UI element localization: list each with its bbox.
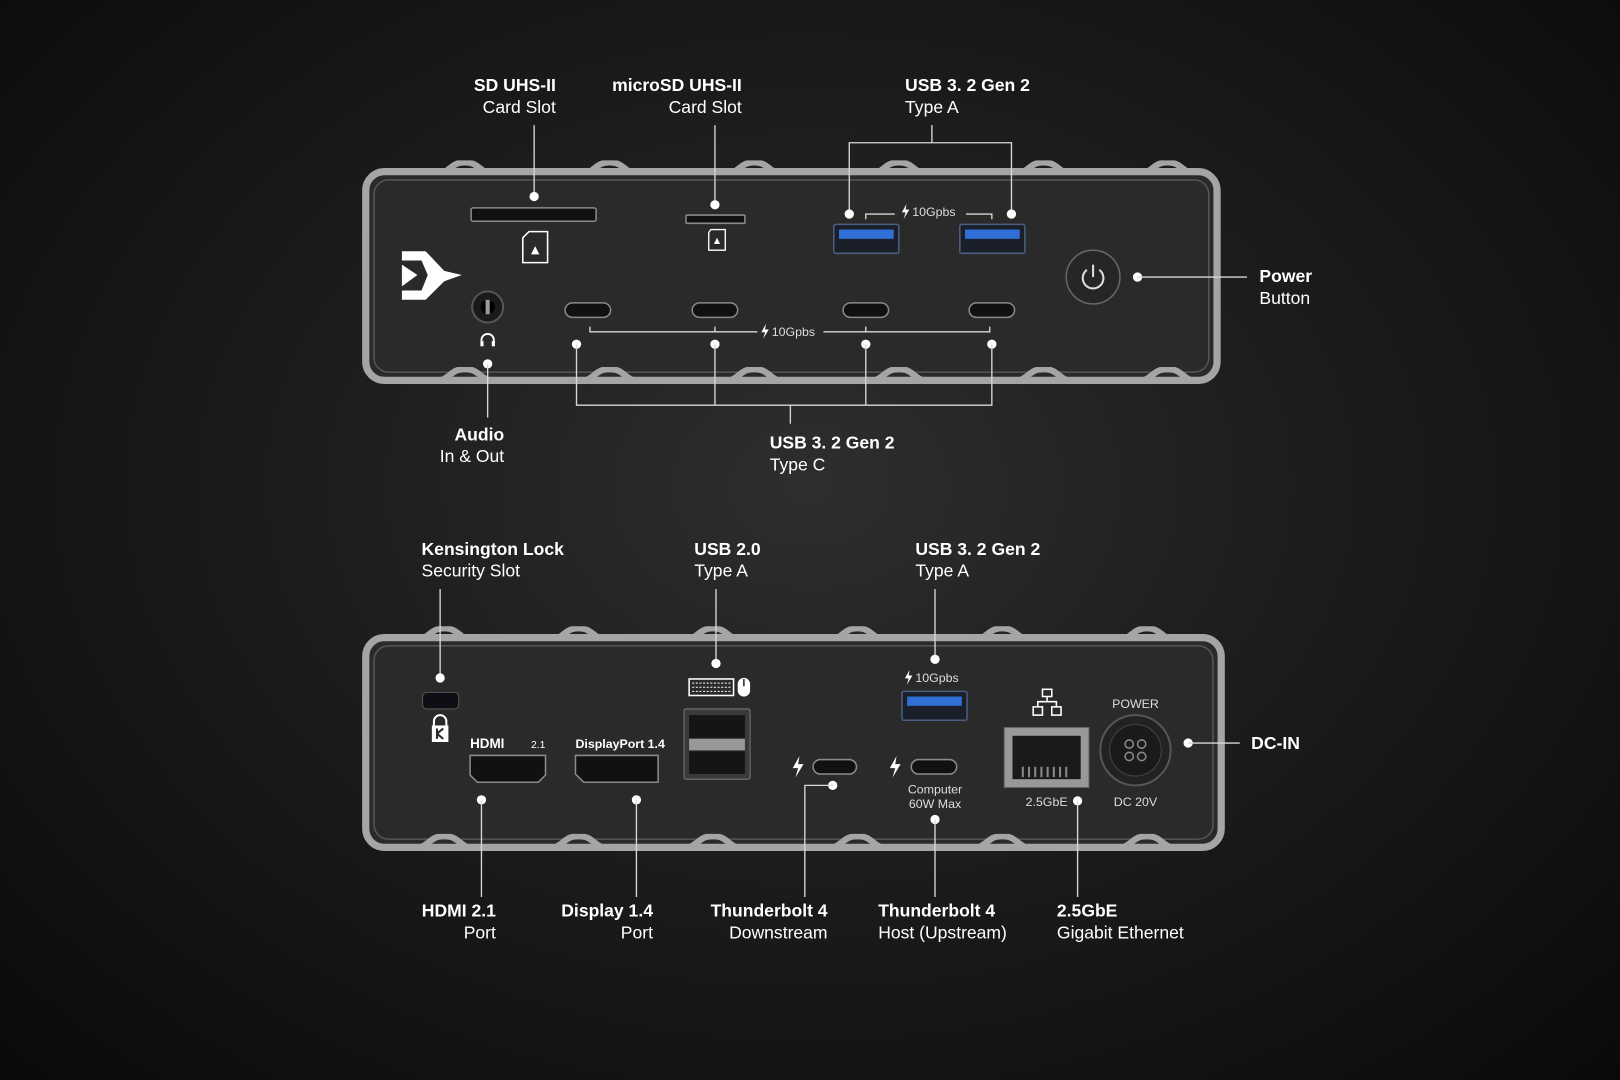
tb4-host-title: Thunderbolt 4 (878, 901, 995, 921)
usb-a-front-title: USB 3. 2 Gen 2 (905, 75, 1030, 95)
usb-a-front-subtitle: Type A (905, 97, 959, 117)
kensington-lock-slot[interactable] (422, 691, 460, 710)
thunderbolt-4-downstream-port[interactable] (812, 758, 858, 775)
hdmi-logo-text: HDMI (470, 736, 504, 751)
usb-c-port-2[interactable] (691, 302, 739, 319)
kensington-lock-icon (431, 714, 449, 742)
hdmi-version-text: 2.1 (531, 740, 546, 751)
usb-a-rear-subtitle: Type A (915, 561, 969, 581)
power-button-subtitle: Button (1259, 288, 1310, 308)
dc-in-port[interactable] (1099, 714, 1172, 787)
usb-a-front-speed: 10Gpbs (912, 205, 955, 219)
usb-c-subtitle: Type C (770, 454, 826, 474)
usb2-subtitle: Type A (694, 561, 748, 581)
displayport-port[interactable] (574, 754, 659, 784)
sd-slot-subtitle: Card Slot (483, 97, 556, 117)
ethernet-port[interactable] (1003, 727, 1090, 788)
ethernet-subtitle: Gigabit Ethernet (1057, 922, 1184, 942)
power-button-title: Power (1259, 266, 1312, 286)
usb-2-0-ports[interactable] (683, 708, 751, 780)
usb-c-port-1[interactable] (564, 302, 612, 319)
usb-a-port-front-2[interactable] (959, 223, 1026, 255)
usb-c-port-4[interactable] (968, 302, 1016, 319)
tb4-host-note-power: 60W Max (909, 797, 962, 811)
front-panel: SD UHS-II Card Slot microSD UHS-II Card … (362, 75, 1312, 474)
hdmi-subtitle: Port (464, 922, 496, 942)
kensington-subtitle: Security Slot (422, 561, 521, 581)
kensington-title: Kensington Lock (422, 539, 565, 559)
tb4-down-subtitle: Downstream (729, 922, 828, 942)
usb-a-port-front-1[interactable] (832, 223, 900, 255)
dc-voltage-label: DC 20V (1114, 795, 1158, 809)
sd-slot-title: SD UHS-II (474, 75, 556, 95)
microsd-card-icon (708, 228, 726, 251)
usb-c-speed: 10Gpbs (772, 325, 815, 339)
displayport-title: Display 1.4 (561, 901, 653, 921)
ethernet-port-label: 2.5GbE (1026, 795, 1068, 809)
audio-subtitle: In & Out (440, 446, 504, 466)
ethernet-title: 2.5GbE (1057, 901, 1118, 921)
hdmi-title: HDMI 2.1 (422, 901, 496, 921)
network-icon (1032, 688, 1062, 716)
headphones-icon (480, 332, 495, 347)
tb4-down-title: Thunderbolt 4 (711, 901, 828, 921)
audio-title: Audio (454, 424, 504, 444)
rear-panel: Kensington Lock Security Slot USB 2.0 Ty… (362, 539, 1300, 942)
microsd-slot-subtitle: Card Slot (669, 97, 742, 117)
microsd-slot-title: microSD UHS-II (612, 75, 742, 95)
displayport-subtitle: Port (621, 922, 653, 942)
tb4-host-note-computer: Computer (908, 783, 962, 797)
hdmi-port[interactable] (469, 754, 547, 784)
mouse-icon (737, 677, 751, 697)
power-button[interactable] (1065, 249, 1121, 305)
displayport-label-text: DisplayPort 1.4 (575, 737, 665, 751)
usb-a-rear-title: USB 3. 2 Gen 2 (915, 539, 1040, 559)
usb-a-port-rear[interactable] (901, 690, 968, 722)
audio-jack[interactable] (471, 290, 505, 324)
dc-in-title: DC-IN (1251, 733, 1300, 753)
tb4-host-subtitle: Host (Upstream) (878, 922, 1007, 942)
sd-card-icon (522, 230, 549, 264)
dc-power-label: POWER (1112, 697, 1159, 711)
usb-a-rear-speed: 10Gpbs (915, 671, 958, 685)
usb2-title: USB 2.0 (694, 539, 761, 559)
usb-c-title: USB 3. 2 Gen 2 (770, 433, 895, 453)
microsd-card-slot[interactable] (685, 214, 746, 225)
thunderbolt-4-host-port[interactable] (910, 758, 958, 775)
power-icon (1081, 264, 1105, 290)
keyboard-icon (688, 678, 735, 697)
sd-card-slot[interactable] (470, 207, 597, 223)
usb-c-port-3[interactable] (842, 302, 890, 319)
brand-logo (401, 251, 462, 300)
